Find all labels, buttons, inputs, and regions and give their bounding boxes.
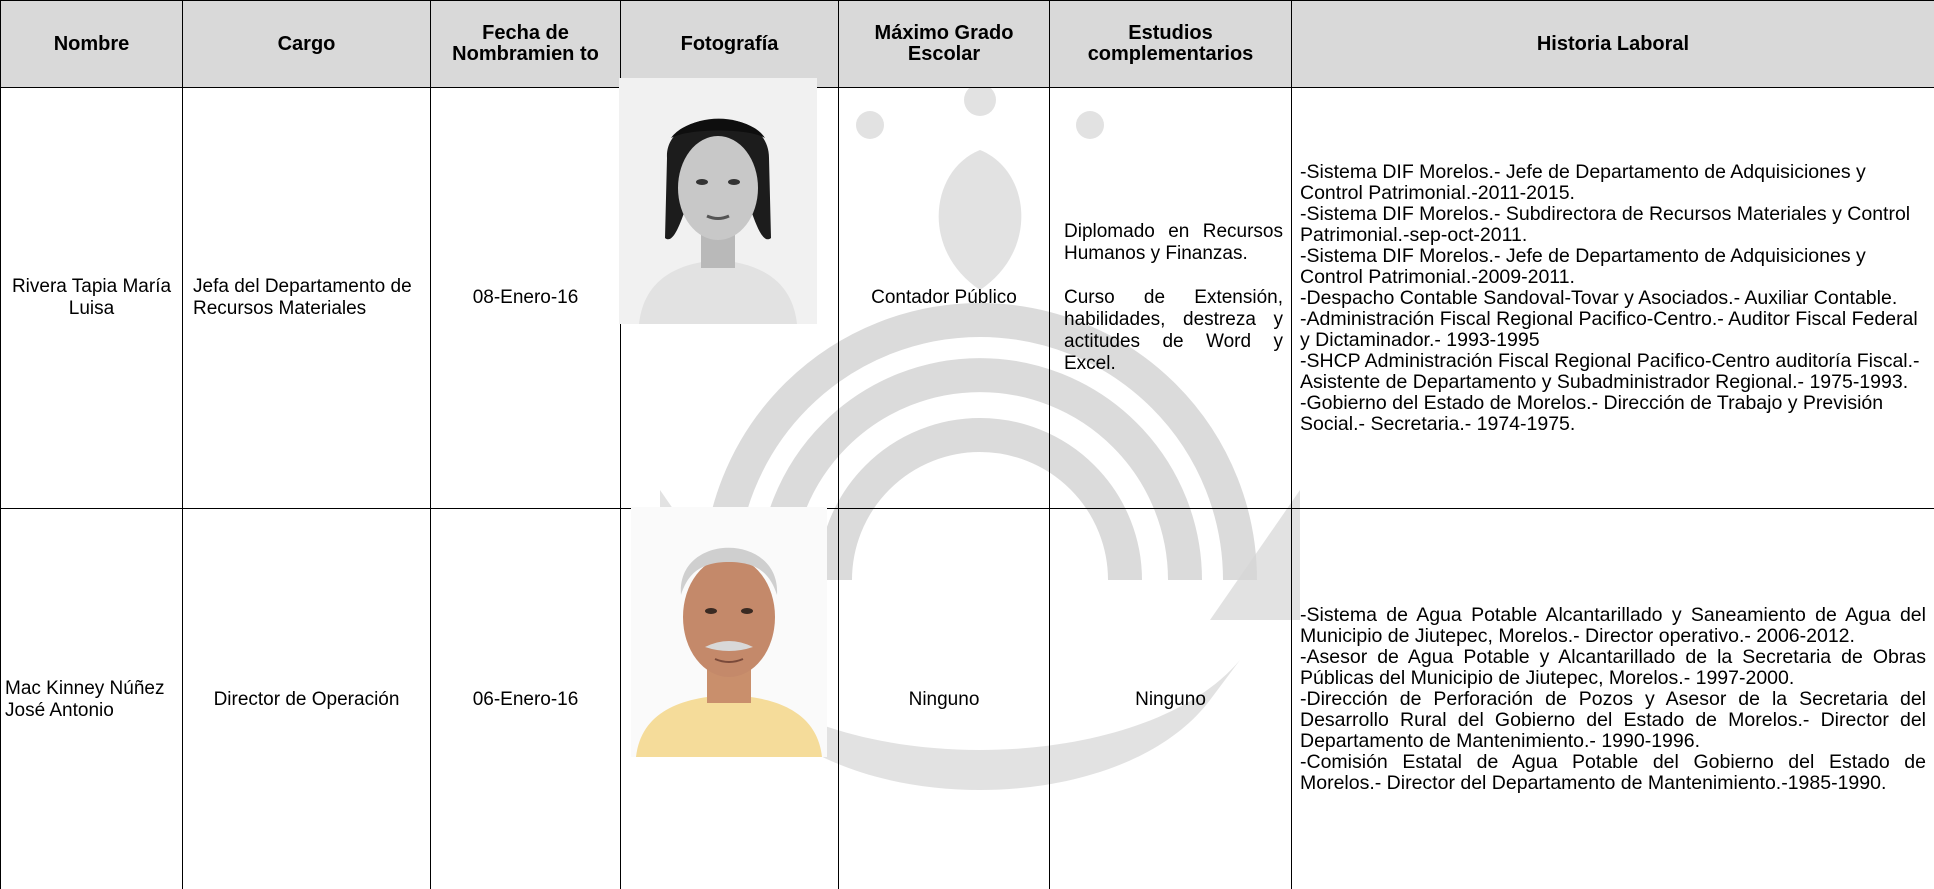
cell-estudios: Ninguno [1049,508,1292,889]
cell-fecha: 06-Enero-16 [430,508,621,889]
cell-historia: -Sistema DIF Morelos.- Jefe de Departame… [1291,87,1934,509]
header-historia: Historia Laboral [1291,0,1934,88]
header-nombre: Nombre [0,0,183,88]
cell-cargo: Director de Operación [182,508,431,889]
male-portrait-photo [631,507,827,757]
cell-historia: -Sistema de Agua Potable Alcantarillado … [1291,508,1934,889]
cell-grado: Ninguno [838,508,1050,889]
historia-item: -Administración Fiscal Regional Pacifico… [1300,307,1918,351]
historia-item: -Sistema DIF Morelos.- Subdirectora de R… [1300,202,1911,246]
cell-fotografia [619,78,839,509]
header-fotografia: Fotografía [620,0,839,88]
header-grado: Máximo Grado Escolar [838,0,1050,88]
estudios-item: Curso de Extensión, habilidades, destrez… [1064,287,1283,374]
female-portrait-photo [619,78,817,324]
historia-item: -Asesor de Agua Potable y Alcantarillado… [1300,646,1926,689]
cell-cargo: Jefa del Departamento de Recursos Materi… [182,87,431,509]
cell-grado: Contador Público [838,87,1050,509]
cell-fecha: 08-Enero-16 [430,87,621,509]
cell-fotografia [620,507,839,889]
historia-item: -Despacho Contable Sandoval-Tovar y Asoc… [1300,286,1898,309]
header-cargo: Cargo [182,0,431,88]
historia-item: -Sistema DIF Morelos.- Jefe de Departame… [1300,160,1866,204]
table-row: Rivera Tapia María Luisa Jefa del Depart… [0,78,1934,509]
estudios-item: Diplomado en Recursos Humanos y Finanzas… [1064,221,1283,264]
historia-item: -Dirección de Perforación de Pozos y Ase… [1300,688,1926,752]
header-row: Nombre Cargo Fecha de Nombramien to Foto… [0,0,1934,88]
header-fecha: Fecha de Nombramien to [430,0,621,88]
historia-item: -Gobierno del Estado de Morelos.- Direcc… [1300,391,1884,435]
historia-item: -Sistema DIF Morelos.- Jefe de Departame… [1300,244,1866,288]
header-estudios: Estudios complementarios [1049,0,1292,88]
cell-nombre: Mac Kinney Núñez José Antonio [0,508,183,889]
historia-item: -Comisión Estatal de Agua Potable del Go… [1300,751,1926,794]
historia-item: -Sistema de Agua Potable Alcantarillado … [1300,604,1926,647]
cell-estudios: Diplomado en Recursos Humanos y Finanzas… [1049,87,1292,509]
historia-item: -SHCP Administración Fiscal Regional Pac… [1300,349,1920,393]
table-row: Mac Kinney Núñez José Antonio Director d… [0,507,1934,889]
cell-nombre: Rivera Tapia María Luisa [0,87,183,509]
